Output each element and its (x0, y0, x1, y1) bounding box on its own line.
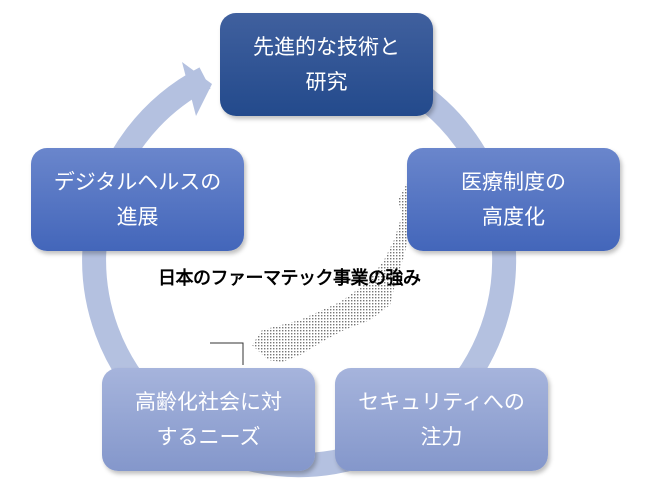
node-label: 先進的な技術と (253, 34, 400, 59)
cycle-arrow-head-icon (182, 62, 212, 116)
node-label: デジタルヘルスの (53, 169, 222, 194)
okinawa-inset-frame (210, 342, 244, 365)
node-label: 進展 (116, 204, 159, 229)
node-advanced-healthcare-system: 医療制度の 高度化 (407, 148, 620, 251)
node-label: するニーズ (156, 424, 261, 449)
node-aging-society-needs: 高齢化社会に対 するニーズ (102, 368, 315, 471)
node-label: 注力 (420, 424, 463, 449)
center-title: 日本のファーマテック事業の強み (158, 268, 421, 289)
node-label: 研究 (305, 69, 348, 94)
node-label: セキュリティへの (358, 389, 525, 414)
node-label: 高度化 (482, 204, 545, 229)
node-label: 医療制度の (461, 169, 566, 194)
japan-map (252, 168, 422, 362)
node-security-focus: セキュリティへの 注力 (335, 368, 548, 471)
node-digital-health-progress: デジタルヘルスの 進展 (31, 148, 244, 251)
node-advanced-technology-research: 先進的な技術と 研究 (220, 13, 433, 116)
node-label: 高齢化社会に対 (135, 389, 282, 414)
